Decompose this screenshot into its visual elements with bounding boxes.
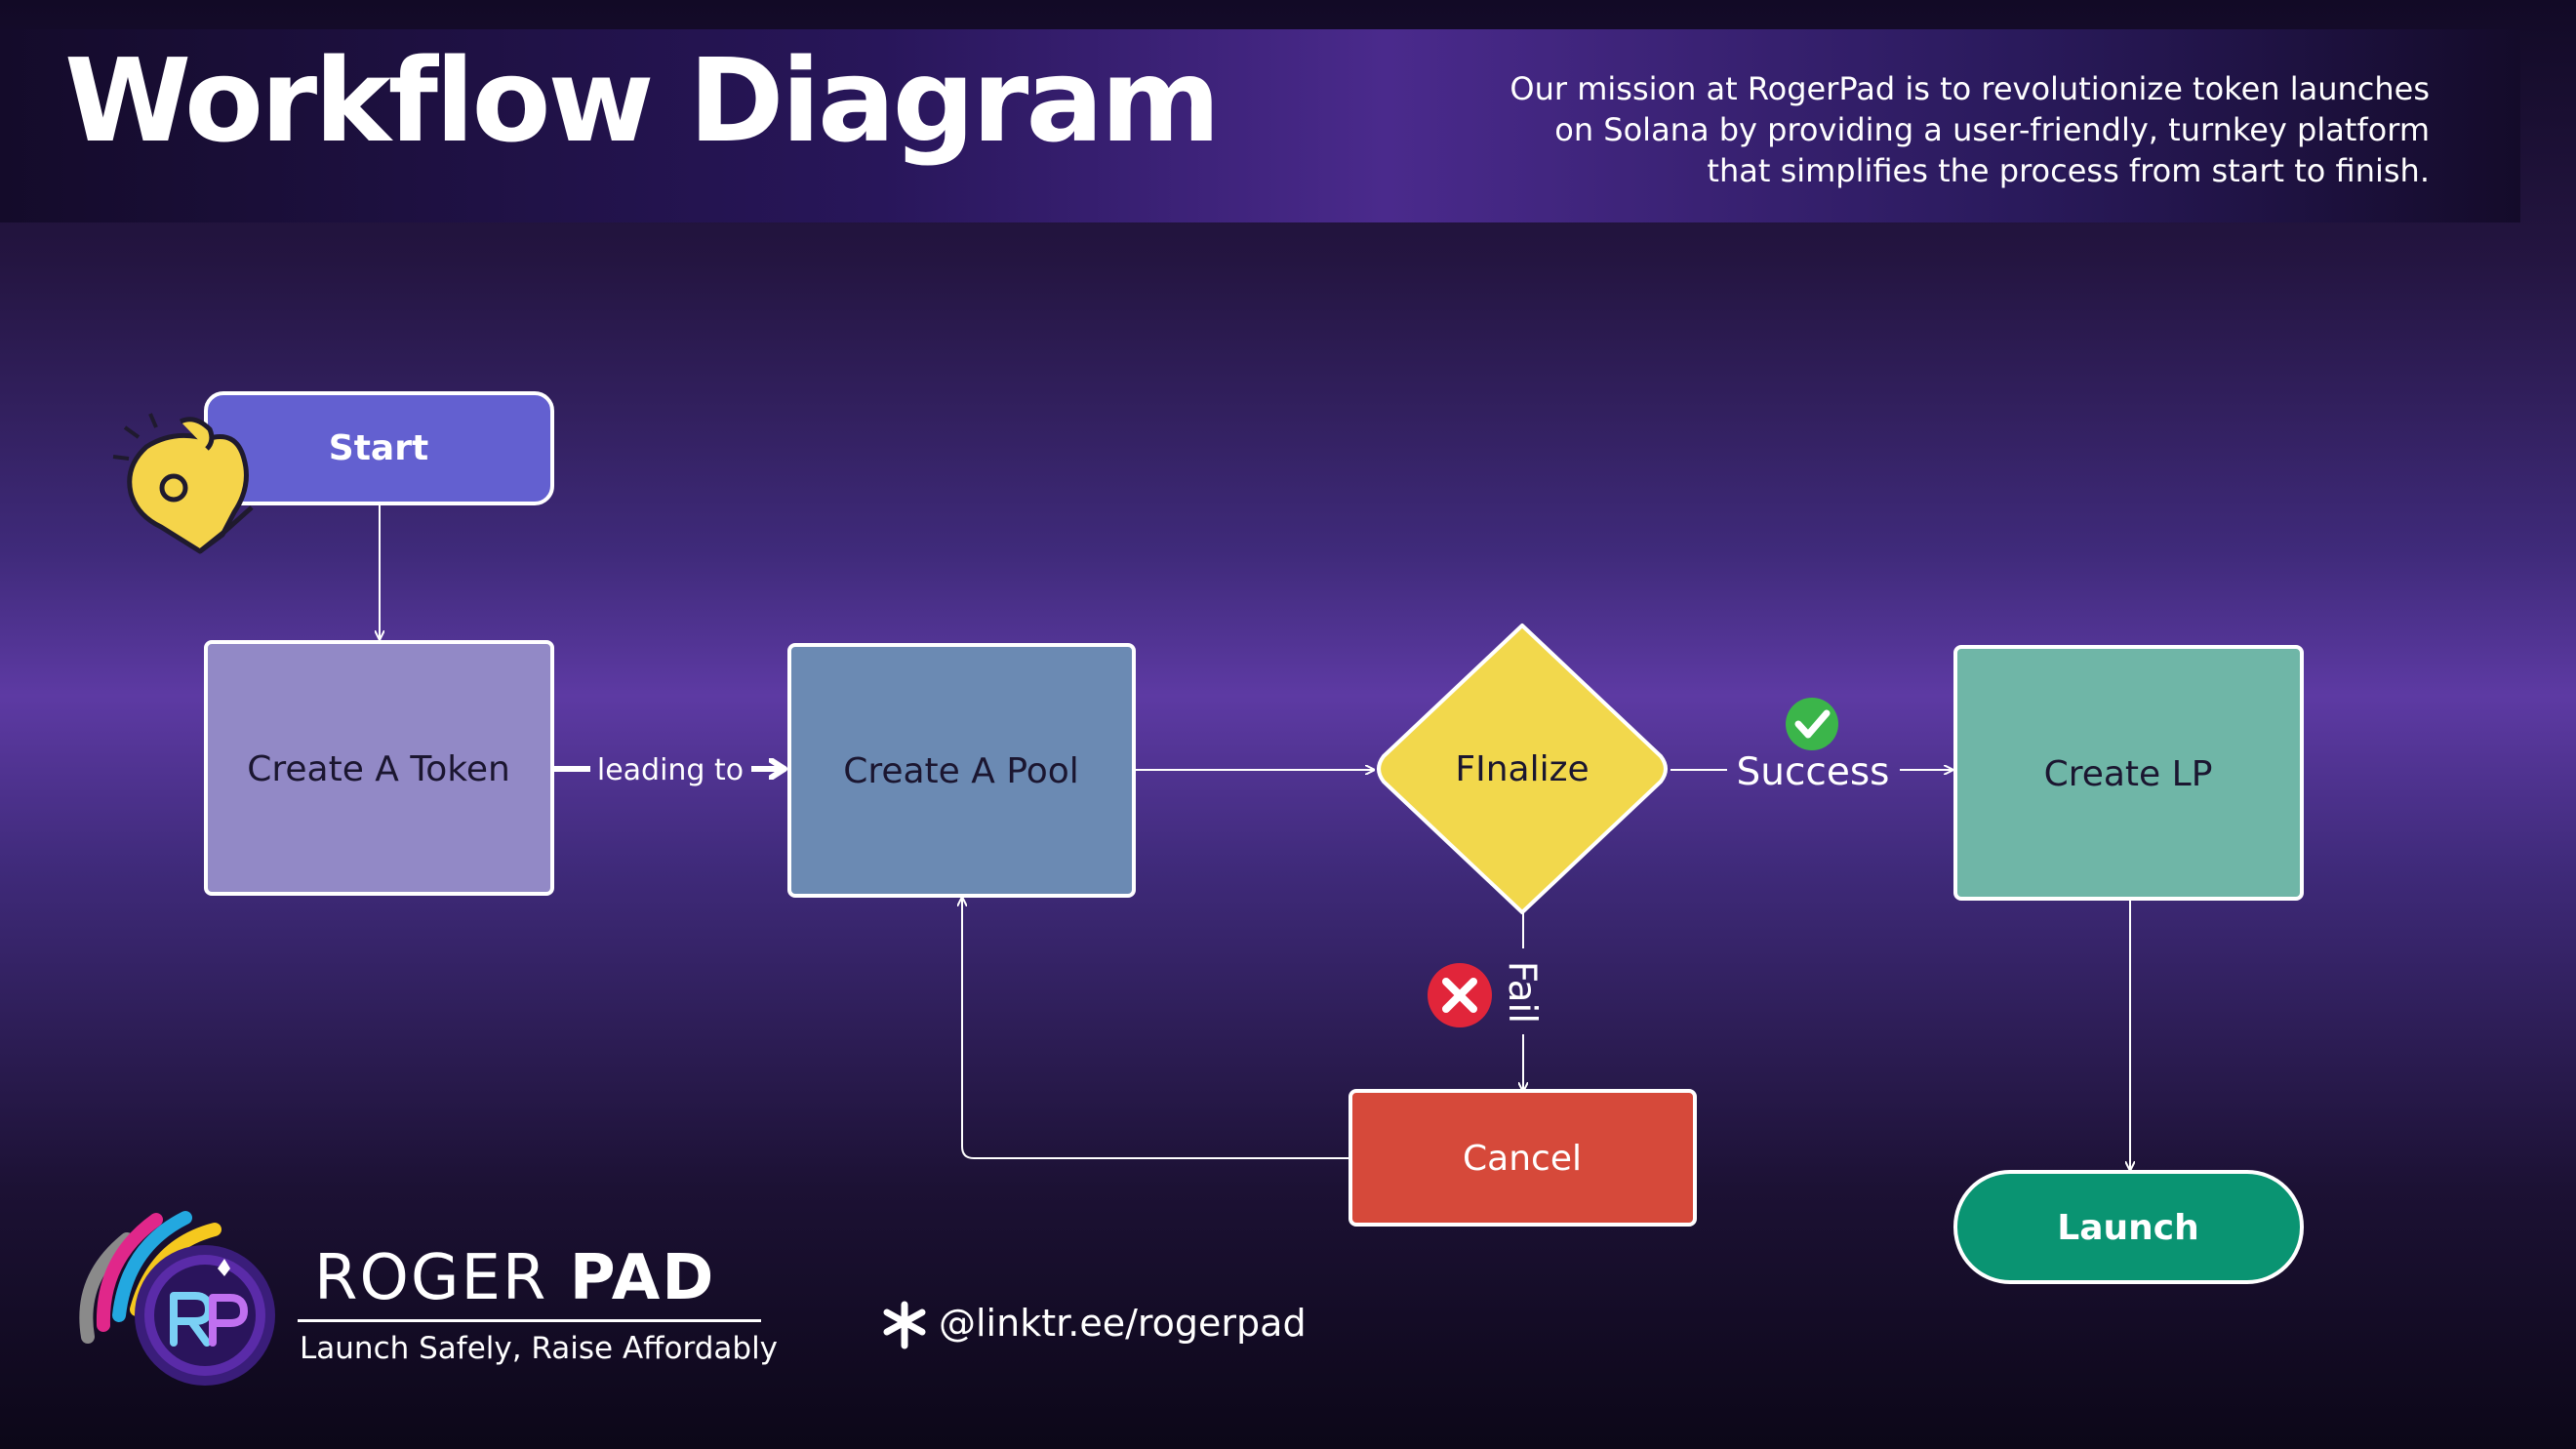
- edge-label-fail-group: Fail: [1428, 961, 1544, 1027]
- node-finalize-label: FInalize: [1455, 749, 1589, 789]
- node-create-lp[interactable]: Create LP: [1953, 645, 2304, 901]
- linktree-link[interactable]: @linktr.ee/rogerpad: [939, 1302, 1307, 1345]
- edge-token-to-pool: leading to: [554, 753, 785, 787]
- node-cancel-label: Cancel: [1463, 1139, 1582, 1179]
- node-create-lp-label: Create LP: [2044, 754, 2213, 794]
- mission-statement: Our mission at RogerPad is to revolution…: [1405, 68, 2430, 191]
- brand-tagline: Launch Safely, Raise Affordably: [300, 1331, 779, 1366]
- linktree-icon: [883, 1301, 926, 1349]
- brand-name: ROGER PAD: [314, 1247, 715, 1309]
- node-launch-label: Launch: [2057, 1208, 2198, 1248]
- node-create-token-label: Create A Token: [247, 749, 510, 789]
- brand-name-light: ROGER: [314, 1242, 570, 1314]
- node-launch[interactable]: Launch: [1953, 1170, 2304, 1284]
- edge-label-leading-to: leading to: [597, 753, 744, 787]
- edge-label-success-group: Success: [1737, 698, 1890, 794]
- checkmark-icon: [1786, 698, 1838, 750]
- edge-label-fail: Fail: [1500, 961, 1544, 1024]
- node-start[interactable]: Start: [204, 391, 554, 505]
- node-cancel[interactable]: Cancel: [1348, 1089, 1697, 1227]
- header-banner: [0, 29, 2520, 222]
- brand-divider: [298, 1319, 761, 1322]
- page-title: Workflow Diagram: [64, 33, 1221, 168]
- node-create-pool[interactable]: Create A Pool: [787, 643, 1136, 898]
- edge-label-success: Success: [1737, 750, 1890, 794]
- brand-name-bold: PAD: [569, 1242, 716, 1314]
- node-start-label: Start: [329, 428, 428, 468]
- mission-line: on Solana by providing a user-friendly, …: [1554, 111, 2430, 148]
- mission-line: that simplifies the process from start t…: [1707, 152, 2430, 189]
- connectors: [380, 503, 2130, 1170]
- mission-line: Our mission at RogerPad is to revolution…: [1509, 70, 2430, 107]
- node-create-token[interactable]: Create A Token: [204, 640, 554, 896]
- node-create-pool-label: Create A Pool: [843, 751, 1079, 791]
- node-finalize[interactable]: FInalize: [1377, 624, 1668, 914]
- x-mark-icon: [1428, 963, 1492, 1027]
- edge-cancel-to-pool: [962, 898, 1350, 1159]
- ok-hand-icon: [112, 413, 254, 554]
- rogerpad-logo: [79, 1211, 275, 1386]
